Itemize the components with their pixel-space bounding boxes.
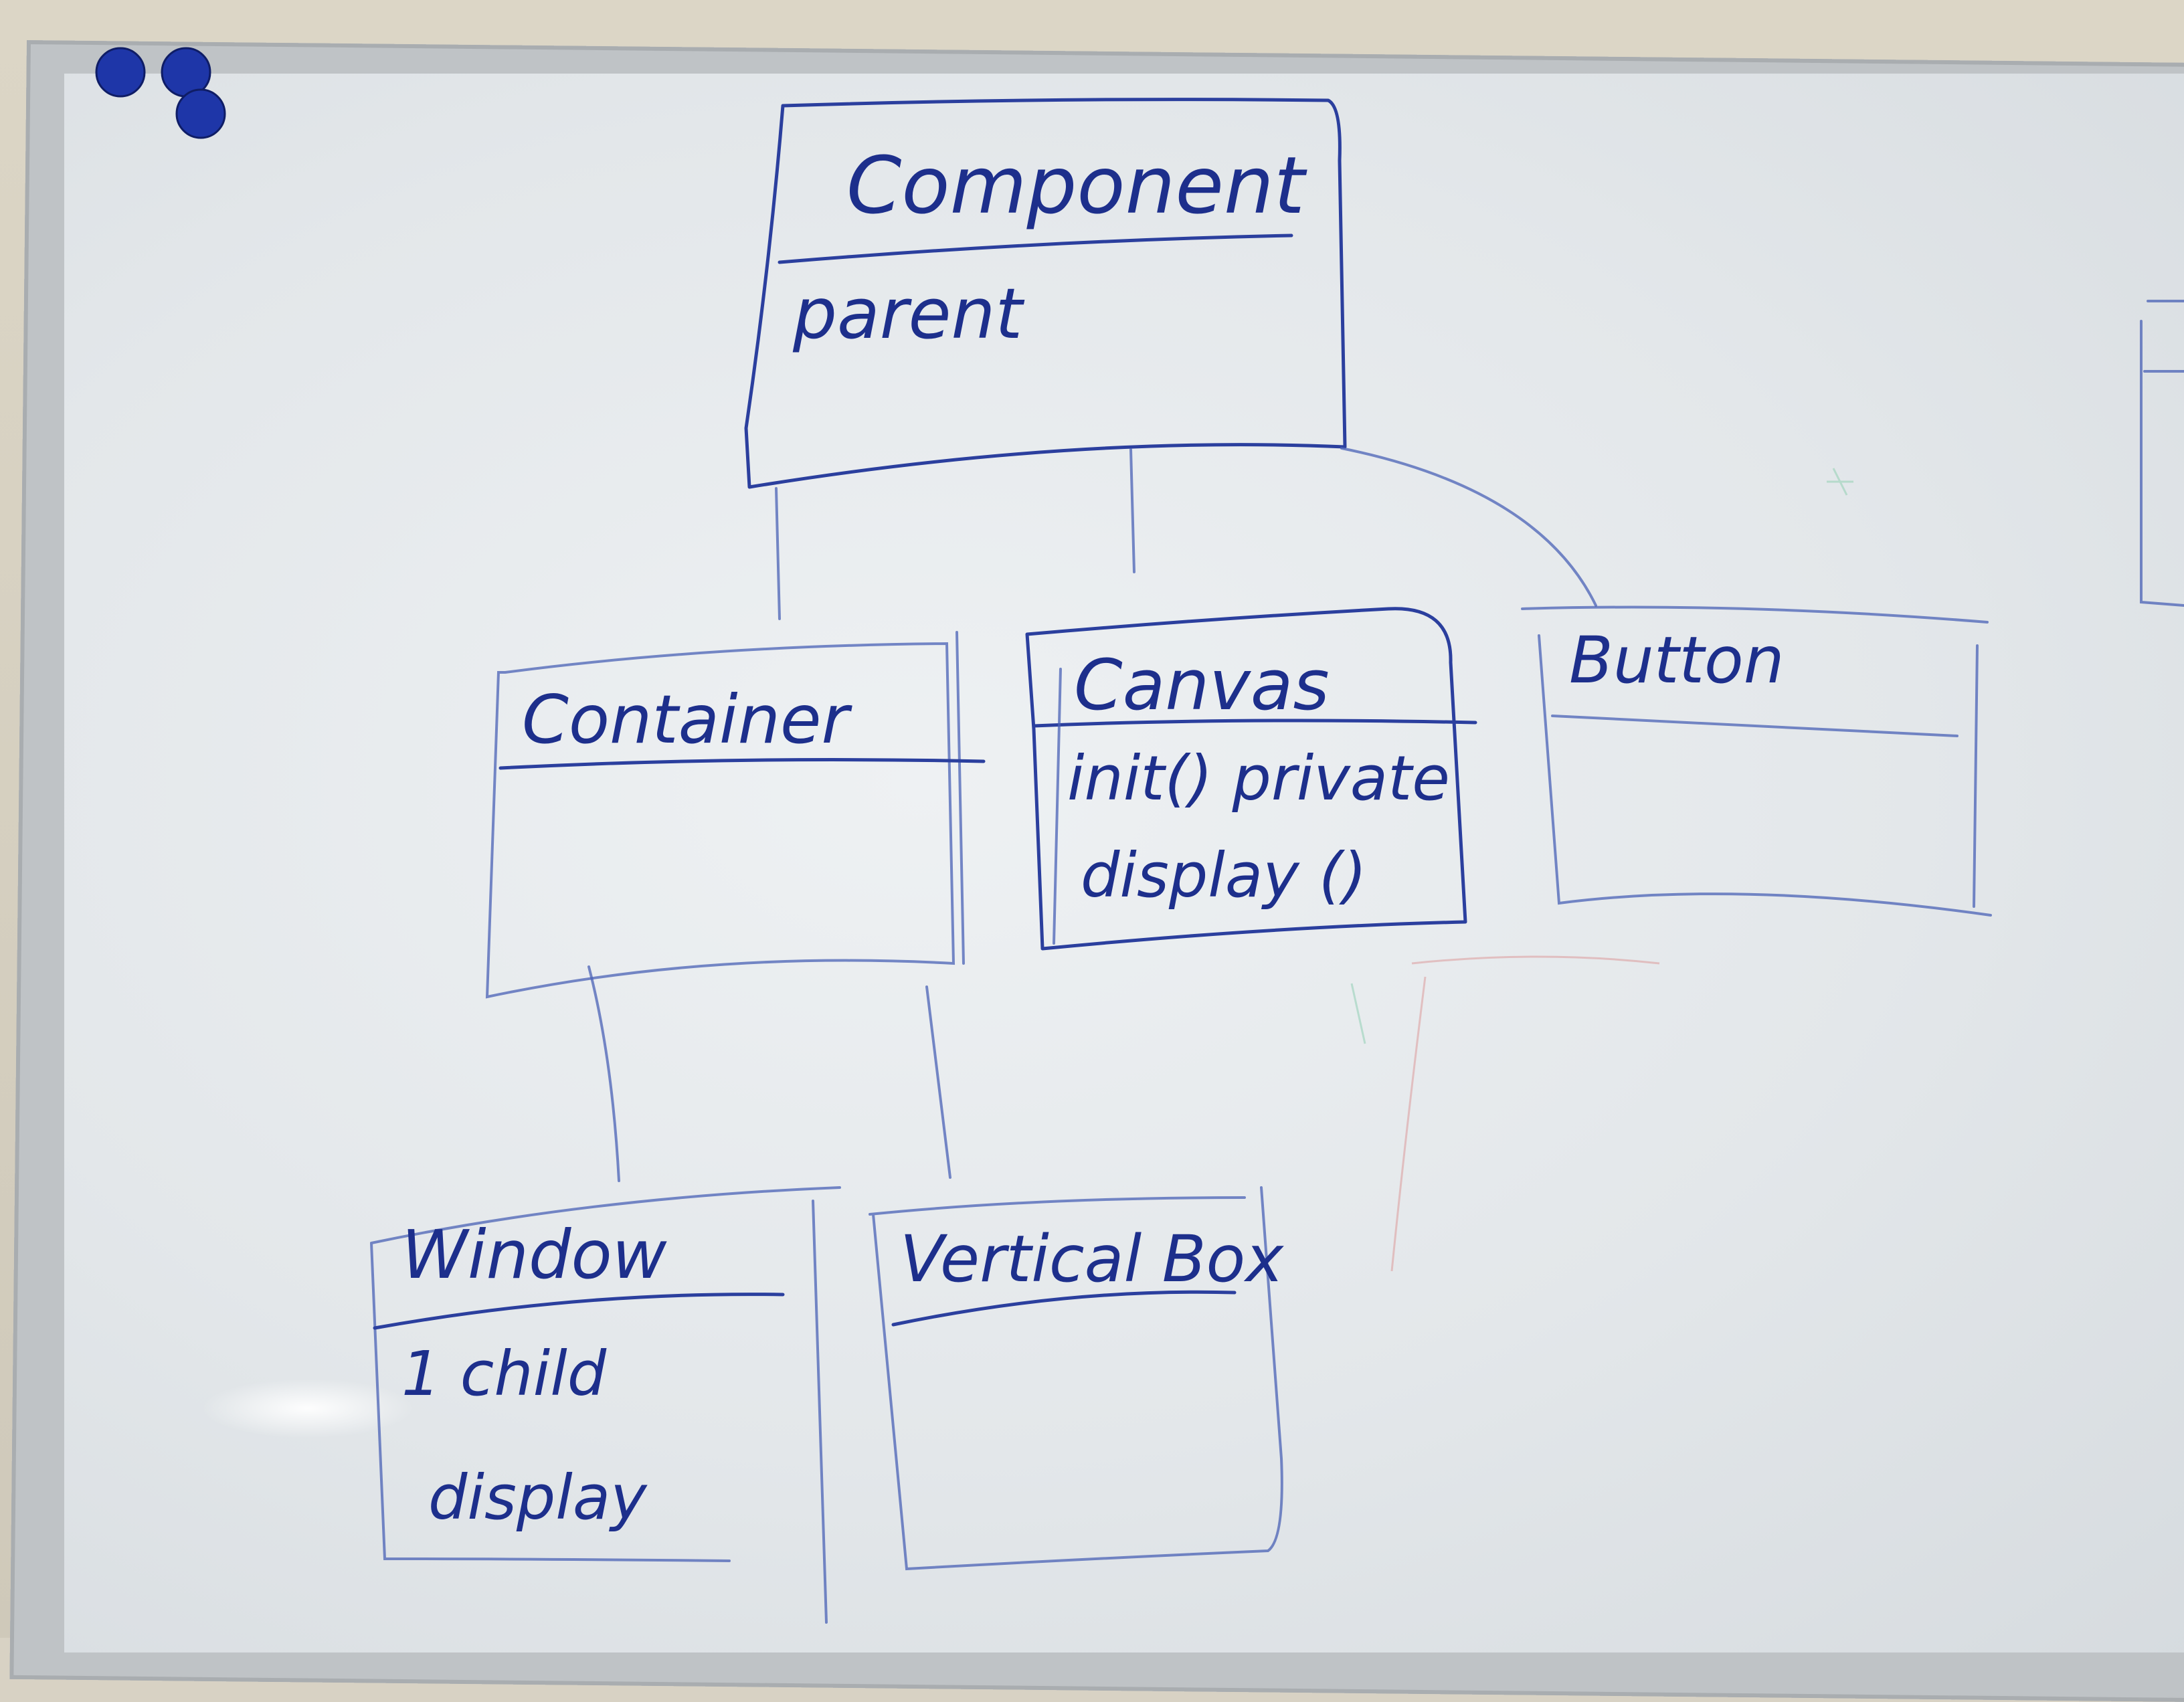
class-button: Button xyxy=(1521,605,1992,917)
stray-mark xyxy=(1827,468,1853,496)
component-divider xyxy=(778,233,1293,264)
canvas-title: Canvas xyxy=(1074,644,1330,726)
component-box xyxy=(744,98,1347,489)
whiteboard-surface xyxy=(64,74,2184,1652)
magnet-icon xyxy=(175,88,226,139)
canvas-left-edge xyxy=(1053,668,1062,945)
magnet-icon xyxy=(95,47,146,98)
class-component: Component parent xyxy=(744,98,1347,489)
partial-class-box xyxy=(2140,300,2184,607)
container-box-right-edge xyxy=(955,631,965,965)
component-title: Component xyxy=(846,139,1307,231)
window-title: Window xyxy=(401,1216,667,1294)
button-title: Button xyxy=(1569,623,1785,698)
stray-mark xyxy=(1411,955,1660,965)
canvas-member-init: init() private xyxy=(1067,743,1450,814)
stray-mark xyxy=(1350,983,1366,1044)
window-member-display: display xyxy=(428,1462,648,1533)
canvas-divider xyxy=(1032,719,1477,728)
button-box xyxy=(1521,605,1992,917)
class-canvas: Canvas init() private display () xyxy=(1025,607,1477,951)
connector-component-canvas xyxy=(1129,448,1135,573)
class-container: Container xyxy=(485,631,986,999)
class-diagram: Component parent Container Canvas init()… xyxy=(95,47,2184,1624)
connector-container-window xyxy=(587,965,620,1182)
vertical-box-divider xyxy=(891,1290,1237,1327)
container-title: Container xyxy=(522,680,853,759)
button-divider xyxy=(1551,715,1959,737)
magnet-group xyxy=(95,47,226,139)
vertical-box-title: Vertical Box xyxy=(900,1222,1284,1297)
vertical-box-box xyxy=(869,1186,1283,1571)
component-member-parent: parent xyxy=(792,273,1024,355)
container-box xyxy=(485,642,955,999)
class-window: Window 1 child display xyxy=(370,1186,841,1624)
class-vertical-box: Vertical Box xyxy=(869,1186,1284,1571)
stray-mark xyxy=(1390,976,1427,1272)
window-divider xyxy=(373,1293,785,1330)
container-divider xyxy=(498,758,986,770)
connector-component-container xyxy=(775,487,781,620)
connector-component-button xyxy=(1340,447,1597,607)
canvas-member-display: display () xyxy=(1081,840,1367,911)
window-member-child: 1 child xyxy=(401,1338,607,1410)
connector-container-verticalbox xyxy=(925,985,951,1179)
canvas-box xyxy=(1025,607,1467,951)
window-box xyxy=(370,1186,841,1624)
